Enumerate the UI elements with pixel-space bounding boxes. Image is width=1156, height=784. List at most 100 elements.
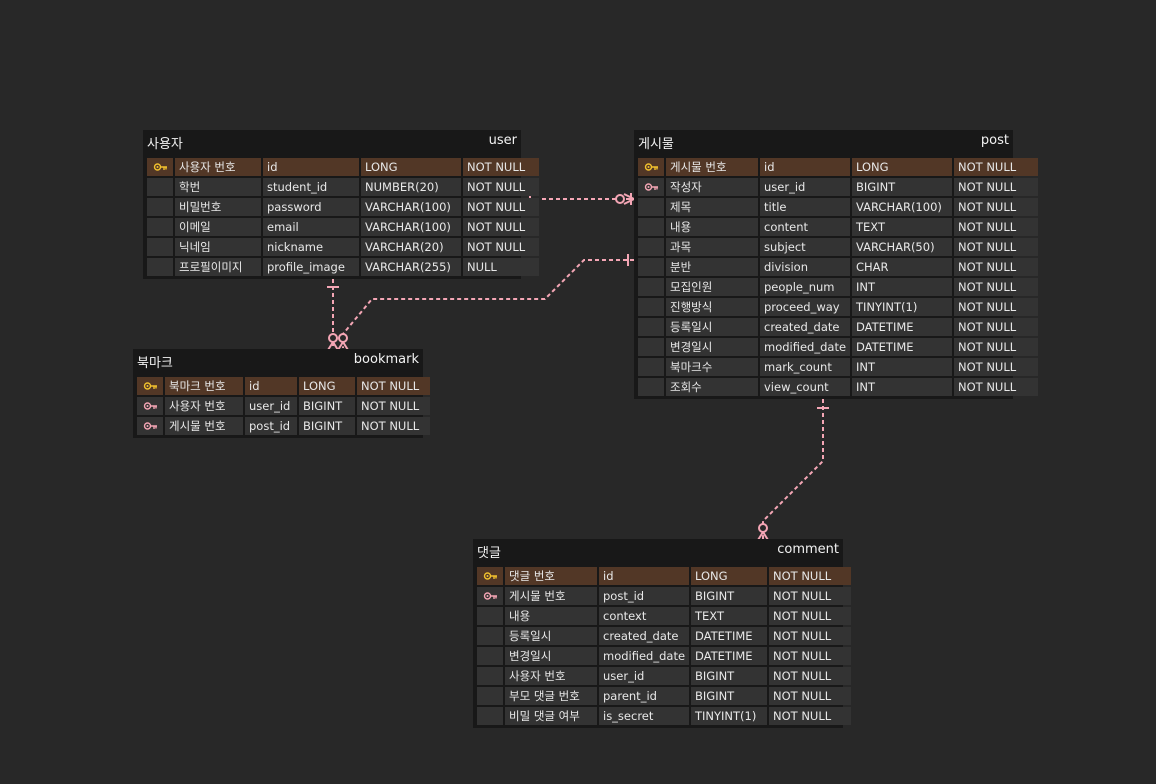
- physical-table-name: comment: [777, 542, 839, 557]
- key-cell: [147, 218, 173, 236]
- column-name-cell: id: [263, 158, 359, 176]
- column-name-cell: modified_date: [760, 338, 850, 356]
- column-name-cell: is_secret: [599, 707, 689, 725]
- column-name-cell: parent_id: [599, 687, 689, 705]
- nullable-cell: NOT NULL: [463, 198, 539, 216]
- logical-table-name: 북마크: [137, 356, 173, 371]
- key-cell: [477, 667, 503, 685]
- column-name-cell: content: [760, 218, 850, 236]
- nullable-cell: NOT NULL: [769, 687, 851, 705]
- logical-name-cell: 사용자 번호: [175, 158, 261, 176]
- column-name-cell: user_id: [760, 178, 850, 196]
- nullable-cell: NOT NULL: [954, 278, 1038, 296]
- physical-table-name: user: [488, 133, 517, 148]
- key-cell: [638, 298, 664, 316]
- column-name-cell: subject: [760, 238, 850, 256]
- nullable-cell: NULL: [463, 258, 539, 276]
- column-name-cell: mark_count: [760, 358, 850, 376]
- nullable-cell: NOT NULL: [769, 707, 851, 725]
- primary-key-icon: [477, 567, 503, 585]
- nullable-cell: NOT NULL: [357, 377, 430, 395]
- column-name-cell: student_id: [263, 178, 359, 196]
- column-name-cell: nickname: [263, 238, 359, 256]
- key-cell: [638, 278, 664, 296]
- nullable-cell: NOT NULL: [769, 567, 851, 585]
- data-type-cell: CHAR: [852, 258, 952, 276]
- key-cell: [638, 238, 664, 256]
- logical-name-cell: 북마크수: [666, 358, 758, 376]
- nullable-cell: NOT NULL: [954, 358, 1038, 376]
- data-type-cell: BIGINT: [691, 687, 767, 705]
- nullable-cell: NOT NULL: [463, 178, 539, 196]
- nullable-cell: NOT NULL: [954, 238, 1038, 256]
- key-cell: [477, 707, 503, 725]
- key-cell: [477, 687, 503, 705]
- logical-name-cell: 게시물 번호: [666, 158, 758, 176]
- nullable-cell: NOT NULL: [769, 587, 851, 605]
- column-name-cell: proceed_way: [760, 298, 850, 316]
- primary-key-icon: [638, 158, 664, 176]
- data-type-cell: DATETIME: [691, 627, 767, 645]
- logical-name-cell: 변경일시: [505, 647, 597, 665]
- data-type-cell: DATETIME: [852, 338, 952, 356]
- nullable-cell: NOT NULL: [463, 218, 539, 236]
- column-name-cell: context: [599, 607, 689, 625]
- data-type-cell: TEXT: [852, 218, 952, 236]
- column-name-cell: password: [263, 198, 359, 216]
- logical-name-cell: 등록일시: [666, 318, 758, 336]
- relation-user-bookmark: [327, 279, 339, 351]
- logical-name-cell: 사용자 번호: [165, 397, 243, 415]
- key-cell: [638, 218, 664, 236]
- nullable-cell: NOT NULL: [463, 238, 539, 256]
- data-type-cell: BIGINT: [691, 587, 767, 605]
- data-type-cell: VARCHAR(100): [852, 198, 952, 216]
- nullable-cell: NOT NULL: [357, 417, 430, 435]
- logical-name-cell: 등록일시: [505, 627, 597, 645]
- nullable-cell: NOT NULL: [769, 627, 851, 645]
- column-name-cell: user_id: [599, 667, 689, 685]
- foreign-key-icon: [477, 587, 503, 605]
- key-cell: [147, 258, 173, 276]
- relation-post-comment: [757, 399, 829, 541]
- logical-name-cell: 진행방식: [666, 298, 758, 316]
- nullable-cell: NOT NULL: [769, 607, 851, 625]
- column-name-cell: title: [760, 198, 850, 216]
- data-type-cell: VARCHAR(50): [852, 238, 952, 256]
- nullable-cell: NOT NULL: [954, 218, 1038, 236]
- key-cell: [638, 358, 664, 376]
